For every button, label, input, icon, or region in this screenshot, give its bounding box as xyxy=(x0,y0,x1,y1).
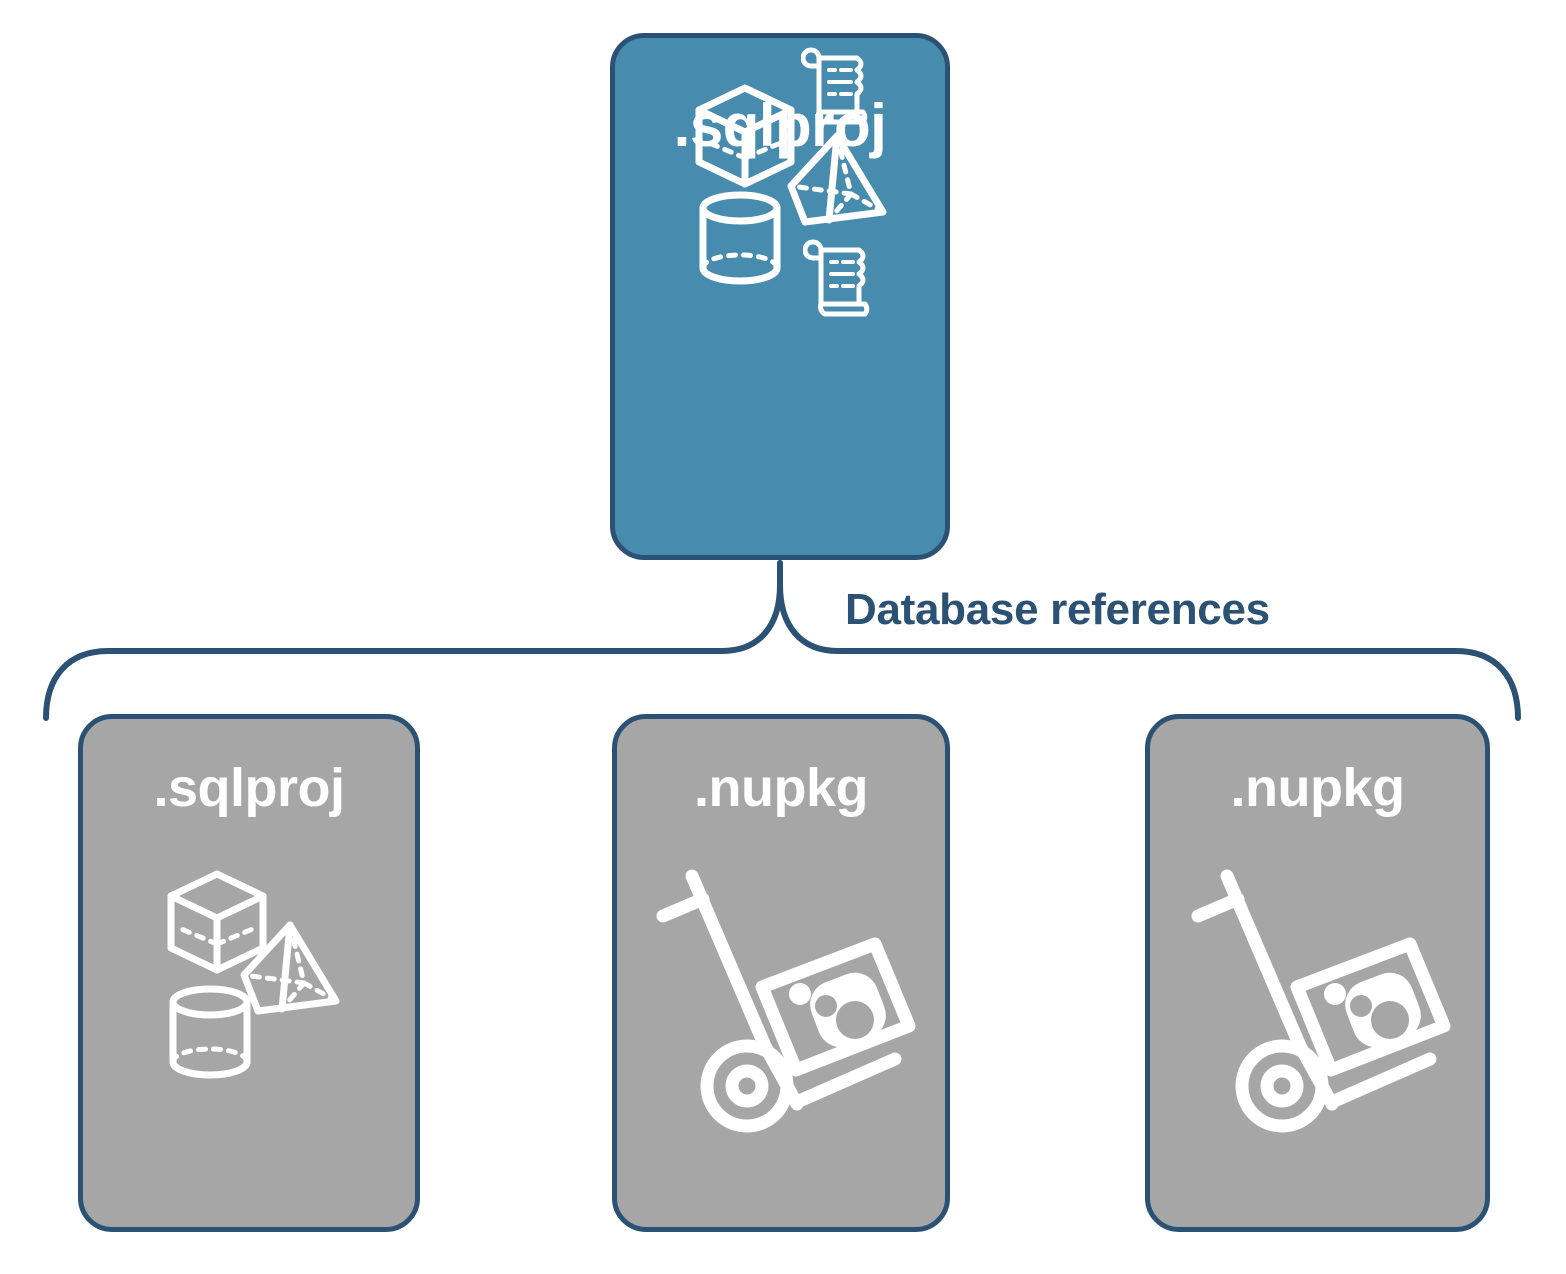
node-reference-sqlproj[interactable]: .sqlproj xyxy=(78,714,420,1232)
nuget-handtruck-icon xyxy=(656,869,916,1133)
cylinder-icon xyxy=(169,985,251,1079)
node-reference-title: .sqlproj xyxy=(153,758,345,818)
connector-label: Database references xyxy=(845,585,1270,634)
cube-icon xyxy=(167,870,267,974)
nuget-handtruck-icon xyxy=(1191,869,1451,1133)
node-reference-nupkg-1[interactable]: .nupkg xyxy=(612,714,950,1232)
node-reference-nupkg-2[interactable]: .nupkg xyxy=(1145,714,1490,1232)
node-reference-title: .nupkg xyxy=(1230,758,1405,818)
node-reference-title: .nupkg xyxy=(694,758,868,818)
pyramid-icon xyxy=(240,921,340,1015)
